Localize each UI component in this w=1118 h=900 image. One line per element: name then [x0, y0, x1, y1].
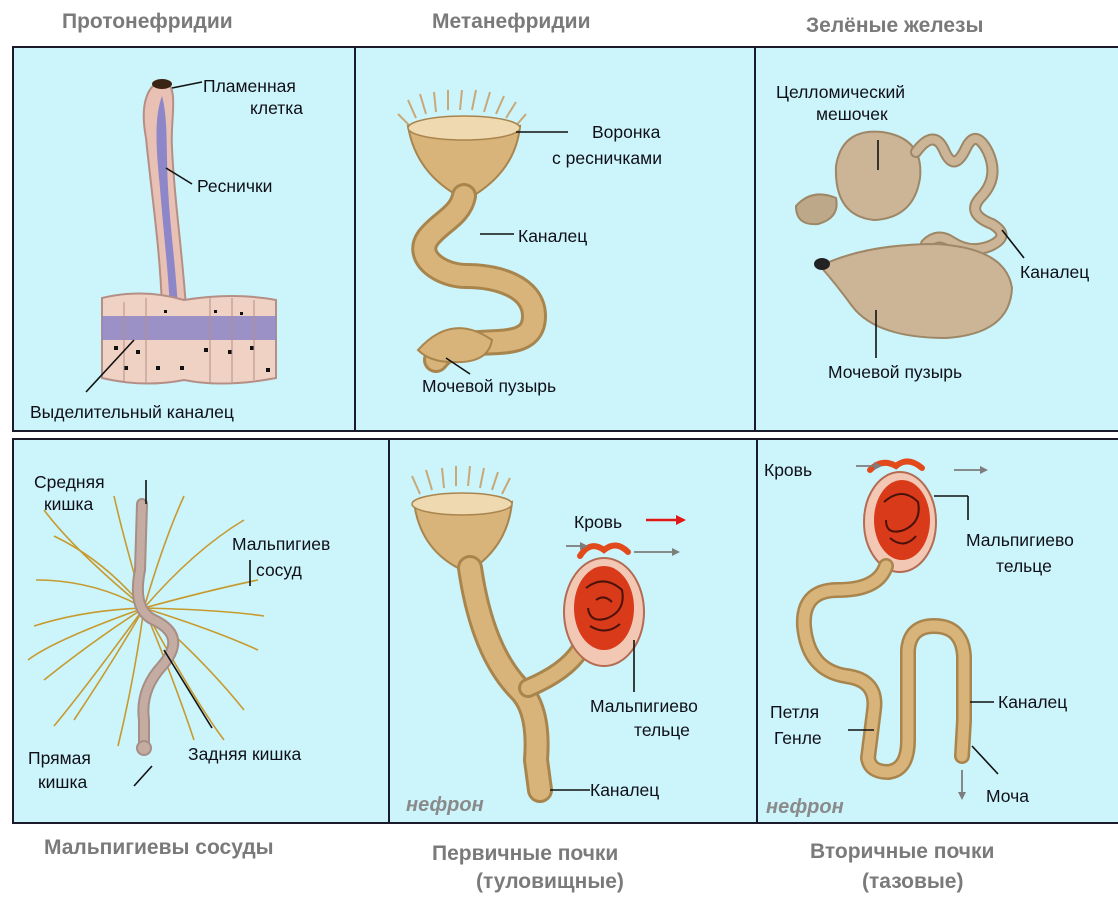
header-green-glands: Зелёные железы [806, 14, 983, 38]
label-primary-canal: Каналец [590, 780, 659, 800]
header-metanephridia: Метанефридии [432, 10, 590, 34]
label-midgut-line2: кишка [44, 494, 93, 514]
label-vessel-line1: Мальпигиев [232, 534, 330, 554]
label-hindgut: Задняя кишка [188, 744, 301, 764]
label-blood: Кровь [574, 512, 622, 532]
header-malpighian-tubules: Мальпигиевы сосуды [44, 836, 274, 860]
label-blood-secondary: Кровь [764, 460, 812, 480]
label-funnel-line1: Воронка [592, 122, 660, 142]
label-vessel-line2: сосуд [256, 560, 302, 580]
primary-nephron-illustration [390, 440, 758, 824]
label-urine: Моча [986, 786, 1029, 806]
label-loop-line2: Генле [774, 728, 822, 748]
panel-green-glands: Целломический мешочек Каналец Мочевой пу… [754, 46, 1118, 432]
protonephridium-illustration [14, 48, 356, 432]
panel-primary-kidney: Кровь Мальпигиево тельце Каналец нефрон [388, 438, 758, 824]
label-nephron-primary: нефрон [406, 794, 484, 817]
header-primary-kidneys-line2: (туловищные) [476, 870, 624, 894]
panel-secondary-kidney: Кровь Мальпигиево тельце Петля Генле Кан… [756, 438, 1118, 824]
header-protonephridia: Протонефридии [62, 10, 233, 34]
label-nephron-secondary: нефрон [766, 796, 844, 819]
secondary-nephron-illustration [758, 440, 1118, 824]
label-flame-cell-line2: клетка [250, 98, 303, 118]
header-secondary-kidneys-line2: (тазовые) [862, 870, 963, 894]
label-bladder: Мочевой пузырь [422, 376, 556, 396]
panel-malpighian-tubules: Средняя кишка Мальпигиев сосуд Прямая ки… [12, 438, 392, 824]
label-gland-canal: Каналец [1020, 262, 1089, 282]
panel-protonephridia: Пламенная клетка Реснички Выделительный … [12, 46, 356, 432]
label-loop-line1: Петля [770, 702, 819, 722]
label-midgut-line1: Средняя [34, 472, 105, 492]
label-flame-cell-line1: Пламенная [203, 76, 296, 96]
label-gland-bladder: Мочевой пузырь [828, 362, 962, 382]
label-corpuscle-line2: тельце [634, 720, 690, 740]
label-corpuscle-line1: Мальпигиево [590, 696, 698, 716]
label-coelomic-sac-line1: Целломический [776, 82, 905, 102]
label-corpuscle-secondary-line2: тельце [996, 556, 1052, 576]
label-corpuscle-secondary-line1: Мальпигиево [966, 530, 1074, 550]
label-rectum-line1: Прямая [28, 748, 91, 768]
panel-metanephridia: Воронка с ресничками Каналец Мочевой пуз… [354, 46, 756, 432]
label-rectum-line2: кишка [38, 772, 87, 792]
label-funnel-line2: с ресничками [552, 148, 662, 168]
label-coelomic-sac-line2: мешочек [816, 104, 888, 124]
label-excretory-canal: Выделительный каналец [30, 402, 234, 422]
label-secondary-canal: Каналец [998, 692, 1067, 712]
label-canal: Каналец [518, 226, 587, 246]
header-secondary-kidneys-line1: Вторичные почки [810, 840, 994, 864]
header-primary-kidneys-line1: Первичные почки [432, 842, 618, 866]
label-cilia: Реснички [197, 176, 272, 196]
